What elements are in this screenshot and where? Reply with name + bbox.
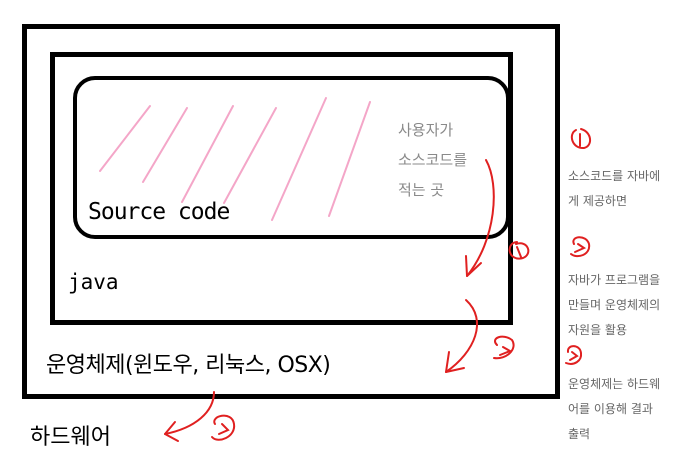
arrow-3-head	[164, 421, 179, 442]
user-writes-code-note: 사용자가 소스코드를 적는 곳	[398, 115, 467, 205]
step-3-marker-near-hardware	[211, 414, 236, 441]
side-note-3: 운영체제는 하드웨 어를 이용해 결과 출력	[568, 372, 660, 447]
note-line: 운영체제는 하드웨	[568, 377, 661, 391]
side-note-2: 자바가 프로그램을 만들며 운영체제의 자원을 활용	[568, 268, 660, 343]
java-box	[50, 52, 513, 325]
operating-system-box	[22, 24, 560, 399]
note-2-marker	[570, 236, 591, 258]
note-2-marker-stroke	[574, 243, 587, 253]
source-code-box	[73, 76, 510, 239]
note-3-marker	[565, 345, 583, 365]
note-line: 자바가 프로그램을	[568, 273, 661, 287]
side-note-1: 소스코드를 자바에 게 제공하면	[568, 164, 660, 214]
operating-system-label: 운영체제(윈도우, 리눅스, OSX)	[46, 353, 331, 378]
source-code-label: Source code	[88, 199, 230, 225]
java-label: java	[68, 270, 119, 294]
marker-stroke	[569, 351, 579, 361]
note-line: 게 제공하면	[568, 194, 628, 208]
note-line: 자원을 활용	[568, 323, 628, 337]
note-line: 소스코드를 자바에	[568, 169, 661, 183]
marker-stroke	[218, 423, 230, 435]
note-line: 사용자가	[398, 121, 454, 139]
note-line: 출력	[568, 427, 591, 441]
note-line: 소스코드를	[398, 151, 468, 169]
note-1-marker	[570, 128, 591, 149]
hardware-label: 하드웨어	[30, 425, 111, 450]
note-line: 적는 곳	[398, 181, 445, 199]
note-line: 만들며 운영체제의	[568, 298, 661, 312]
note-line: 어를 이용해 결과	[568, 402, 653, 416]
